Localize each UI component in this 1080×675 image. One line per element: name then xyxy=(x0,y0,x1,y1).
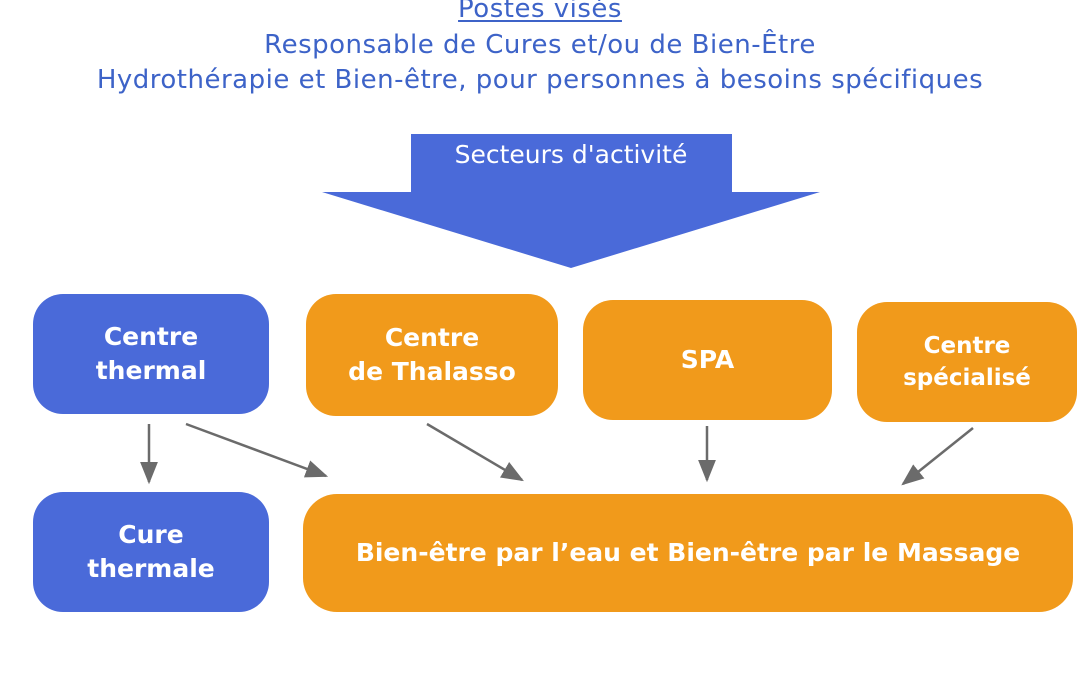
outcome-label-line1: Cure xyxy=(118,520,184,549)
connector-thalasso-to-bienetre xyxy=(426,422,524,482)
sectors-arrow-label: Secteurs d'activité xyxy=(454,140,688,169)
connector-specialise-to-bienetre xyxy=(901,427,974,486)
sector-label-line2: spécialisé xyxy=(903,365,1031,391)
sector-centre-thermal: Centre thermal xyxy=(33,294,269,414)
sector-centre-specialise: Centre spécialisé xyxy=(857,302,1077,422)
sector-label-line2: thermal xyxy=(95,356,207,385)
subtitle-role: Responsable de Cures et/ou de Bien-Être xyxy=(264,30,816,60)
outcome-cure-thermale: Cure thermale xyxy=(33,492,269,612)
sectors-arrow-shape xyxy=(322,134,820,268)
sector-label-line1: Centre xyxy=(923,333,1011,359)
sector-label-line1: SPA xyxy=(680,345,735,374)
page-title: Postes visés xyxy=(458,0,622,24)
sector-label-line1: Centre xyxy=(103,322,199,351)
connector-thermal-to-bienetre xyxy=(185,422,329,478)
outcome-label-line1: Bien-être par l’eau et Bien-être par le … xyxy=(355,538,1021,567)
subtitle-specialty: Hydrothérapie et Bien-être, pour personn… xyxy=(96,65,984,95)
outcome-label-line2: thermale xyxy=(87,554,215,583)
sector-centre-thalasso: Centre de Thalasso xyxy=(306,294,558,416)
sector-label-line2: de Thalasso xyxy=(348,357,516,386)
sector-label-line1: Centre xyxy=(384,323,480,352)
sector-spa: SPA xyxy=(583,300,832,420)
outcome-bien-etre: Bien-être par l’eau et Bien-être par le … xyxy=(303,494,1073,612)
